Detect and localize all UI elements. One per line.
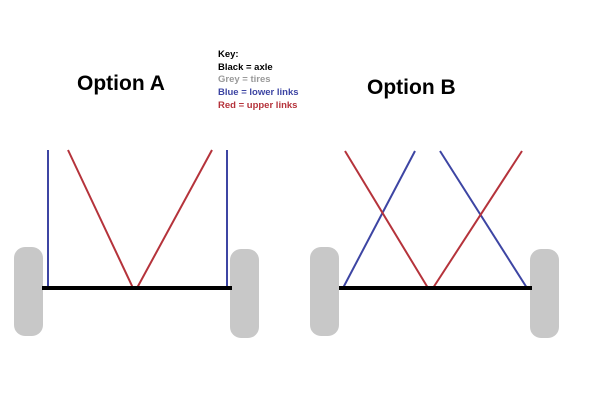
option-b-left-lower-link (342, 150, 416, 289)
option-a-right-tire (230, 249, 259, 338)
option-b-left-tire (310, 247, 339, 336)
option-a-left-tire (14, 247, 43, 336)
key-legend: Key: Black = axle Grey = tires Blue = lo… (218, 49, 299, 111)
option-b-title: Option B (367, 76, 456, 99)
key-entry-lower-links: Blue = lower links (218, 87, 299, 98)
option-a-assembly (14, 149, 259, 338)
key-entry-axle: Black = axle (218, 62, 273, 73)
key-heading: Key: (218, 49, 239, 60)
option-b-assembly (310, 150, 559, 338)
key-entry-upper-links: Red = upper links (218, 100, 297, 111)
option-b-right-lower-link (439, 150, 528, 289)
option-b-left-upper-link (344, 150, 429, 289)
option-a-title: Option A (77, 72, 165, 95)
key-entry-tires: Grey = tires (218, 74, 271, 85)
option-a-left-upper-link (67, 149, 134, 289)
option-a-right-upper-link (136, 149, 213, 289)
option-b-right-tire (530, 249, 559, 338)
option-b-right-upper-link (432, 150, 523, 289)
